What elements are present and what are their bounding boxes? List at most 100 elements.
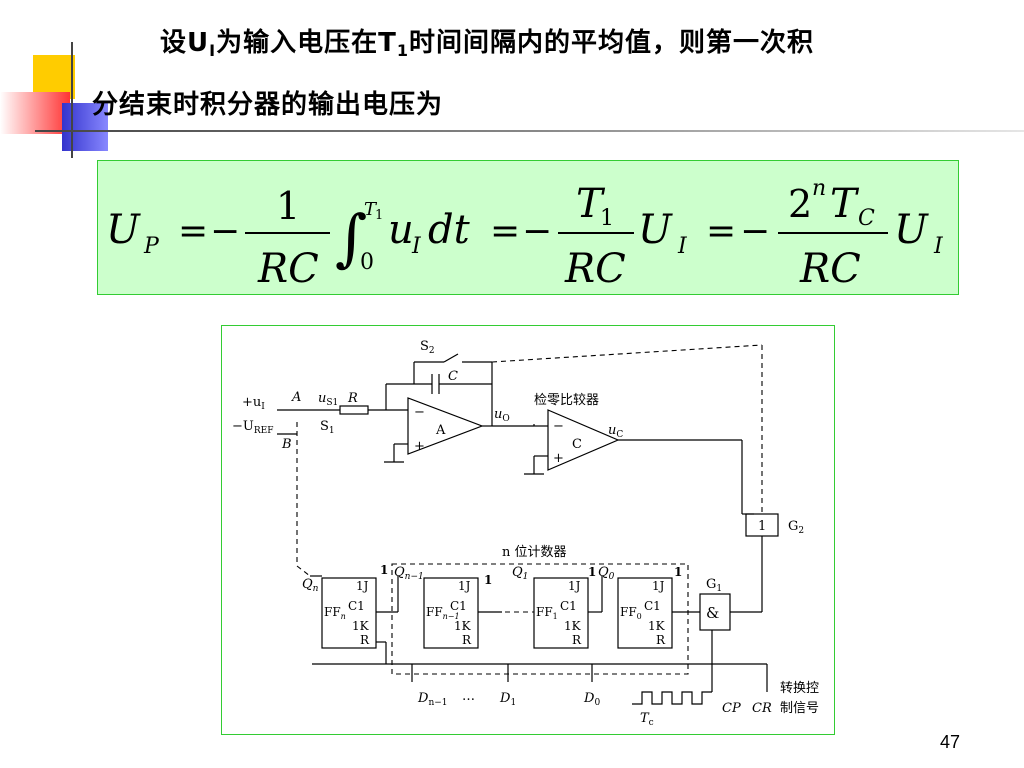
label-gate-g2-symbol: 1 [758, 519, 766, 534]
formula-num-3-exp: n [812, 176, 826, 201]
ff0-one: 1 [674, 565, 682, 579]
label-input-pos: +uI [242, 395, 265, 412]
resistor-r [339, 405, 369, 415]
switch-s2-blade [443, 353, 459, 363]
label-d0: D0 [583, 691, 600, 708]
ffn1-j: 1J [458, 579, 471, 593]
ff1-one: 1 [588, 565, 596, 579]
formula-eq-2: = [490, 211, 520, 252]
deco-yellow-square [33, 55, 75, 99]
formula-U-2: U [638, 207, 673, 253]
formula-num-3-sub: C [858, 206, 875, 231]
label-r: R [347, 391, 358, 406]
opamp-c-body [547, 409, 620, 471]
formula-num-2: T [576, 181, 606, 227]
deco-blue-square [62, 103, 108, 151]
formula-num-3-two: 2 [788, 182, 812, 226]
label-input-ref: −UREF [232, 419, 273, 436]
label-dots: … [462, 689, 475, 704]
ffn1-name: FFn−1 [426, 605, 460, 621]
label-uo: uO [494, 407, 510, 424]
formula-den-2: RC [564, 246, 626, 292]
label-cp: CP [722, 701, 741, 716]
label-dn1: Dn−1 [417, 691, 448, 708]
deco-red-bar [0, 92, 70, 134]
formula-num-3-T: T [830, 181, 860, 227]
formula-eq-1: = [178, 211, 208, 252]
ff1-c: C1 [560, 599, 577, 613]
formula-box: U P = − 1 RC ∫ T 1 0 u I dt = − T 1 RC U… [97, 160, 959, 295]
flipflop-ff0 [617, 577, 673, 649]
label-counter: n 位计数器 [502, 545, 567, 560]
ff0-j: 1J [652, 579, 665, 593]
formula-num-2-sub: 1 [600, 206, 614, 231]
ff0-k: 1K [648, 619, 666, 633]
label-opamp-c: C [572, 437, 582, 452]
formula-u: u [388, 207, 414, 253]
formula-U: U [106, 207, 141, 253]
ffn1-c: C1 [450, 599, 467, 613]
label-ctrl-1: 转换控 [780, 681, 819, 696]
ff0-r: R [656, 633, 666, 647]
label-g1: G1 [706, 577, 722, 594]
ff0-name: FF0 [620, 605, 642, 621]
ffn-c: C1 [348, 599, 365, 613]
ffn1-k: 1K [454, 619, 472, 633]
formula-sub-I-2: I [677, 234, 688, 259]
page-number: 47 [940, 732, 961, 752]
label-opamp-a: A [435, 423, 446, 438]
label-capacitor: C [448, 369, 458, 384]
label-node-b: B [281, 437, 292, 452]
formula-sub-P: P [143, 234, 160, 259]
label-q0: Q0 [598, 565, 615, 582]
label-qn1: Qn−1 [394, 565, 424, 582]
formula-int-upper-sub: 1 [375, 208, 383, 223]
formula-minus-1: − [210, 211, 240, 252]
formula-minus-3: − [740, 211, 770, 252]
label-tc: Tc [640, 711, 654, 728]
ff1-k: 1K [564, 619, 582, 633]
ffn-name: FFn [324, 605, 346, 621]
ffn1-r: R [462, 633, 472, 647]
label-s1: S1 [320, 419, 335, 436]
label-d1: D1 [499, 691, 516, 708]
formula-den-3: RC [799, 246, 861, 292]
formula-sub-I-3: I [933, 234, 944, 259]
ff1-j: 1J [568, 579, 581, 593]
label-and: & [706, 604, 719, 622]
ff1-r: R [572, 633, 582, 647]
deco-vertical-line [71, 42, 73, 158]
label-uc: uC [608, 423, 623, 440]
label-a-minus: − [414, 405, 425, 420]
formula-int-lower: 0 [360, 250, 374, 275]
flipflop-ffn1 [423, 577, 479, 649]
counter-dashed-box [391, 563, 689, 675]
ffn-r: R [360, 633, 370, 647]
circuit-svg: +uI −UREF A B uS1 R S1 S2 C A − + uO C −… [232, 339, 819, 728]
clock-waveform [632, 691, 712, 705]
label-qn: Qn [302, 577, 319, 594]
formula-minus-2: − [522, 211, 552, 252]
flipflop-ff1 [533, 577, 589, 649]
formula-sub-I-1: I [411, 234, 422, 259]
formula-dt: dt [428, 207, 471, 253]
label-a-plus: + [414, 439, 425, 454]
ffn-one: 1 [380, 563, 388, 577]
slide-title-line2: 分结束时积分器的输出电压为 [92, 90, 444, 120]
deco-horizontal-line [35, 130, 1024, 132]
ffn1-one: 1 [484, 573, 492, 587]
ffn-k: 1K [352, 619, 370, 633]
formula-int-upper: T [364, 199, 378, 220]
label-ctrl-2: 制信号 [780, 701, 819, 716]
dash-s2-top [491, 344, 763, 363]
circuit-frame: +uI −UREF A B uS1 R S1 S2 C A − + uO C −… [221, 325, 835, 735]
label-s2: S2 [420, 339, 435, 356]
ff0-c: C1 [644, 599, 661, 613]
label-us1: uS1 [318, 391, 338, 408]
formula-integral: ∫ [335, 201, 367, 274]
formula-svg: U P = − 1 RC ∫ T 1 0 u I dt = − T 1 RC U… [106, 176, 944, 292]
label-node-a: A [291, 390, 301, 405]
formula-U-3: U [894, 207, 929, 253]
label-c-minus: − [553, 419, 564, 434]
label-g2: G2 [788, 519, 804, 536]
